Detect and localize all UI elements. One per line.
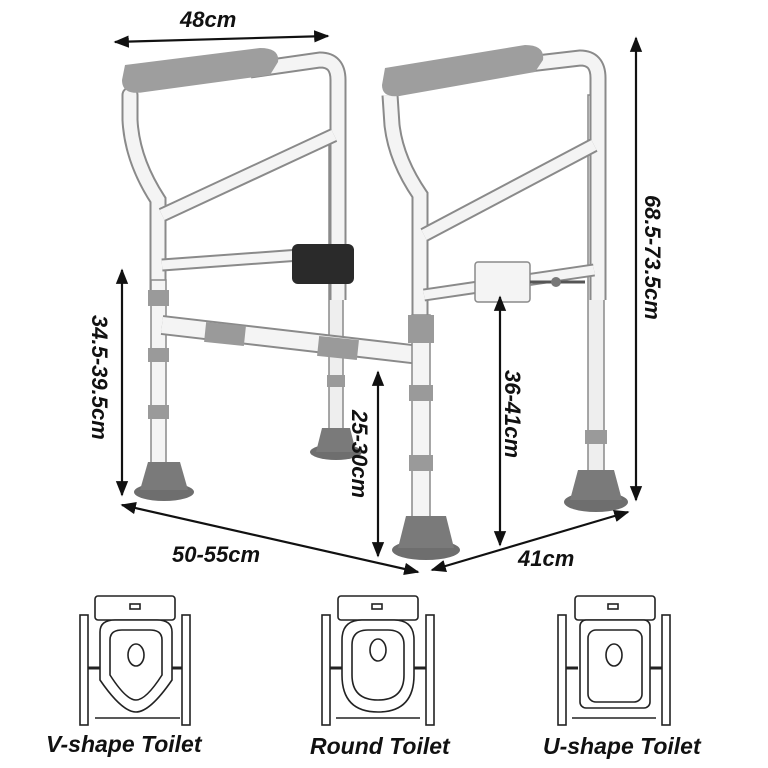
- round-toilet-label: Round Toilet: [310, 733, 450, 759]
- top-width-arrow: [113, 30, 330, 48]
- round-toilet-diagram: [321, 595, 435, 726]
- top-width-label: 48cm: [179, 7, 236, 32]
- dimension-arrows: [113, 30, 643, 575]
- right-leg-height-label: 36-41cm: [500, 370, 525, 458]
- right-frame: [381, 45, 607, 560]
- left-leg-height-label: 34.5-39.5cm: [87, 315, 112, 440]
- u-shape-toilet-diagram: [557, 595, 671, 726]
- u-shape-toilet-label: U-shape Toilet: [543, 733, 701, 759]
- safety-frame-illustration: [121, 45, 628, 560]
- v-shape-toilet-diagram: [79, 595, 191, 726]
- front-width-arrow: [120, 502, 420, 575]
- bar-height-label: 25-30cm: [347, 409, 372, 498]
- left-frame: [121, 48, 354, 501]
- lower-crossbar: [160, 315, 422, 365]
- front-width-label: 50-55cm: [172, 542, 260, 567]
- v-shape-toilet-label: V-shape Toilet: [46, 731, 202, 757]
- depth-label: 41cm: [517, 546, 574, 571]
- total-height-label: 68.5-73.5cm: [640, 195, 665, 320]
- depth-arrow: [430, 510, 630, 572]
